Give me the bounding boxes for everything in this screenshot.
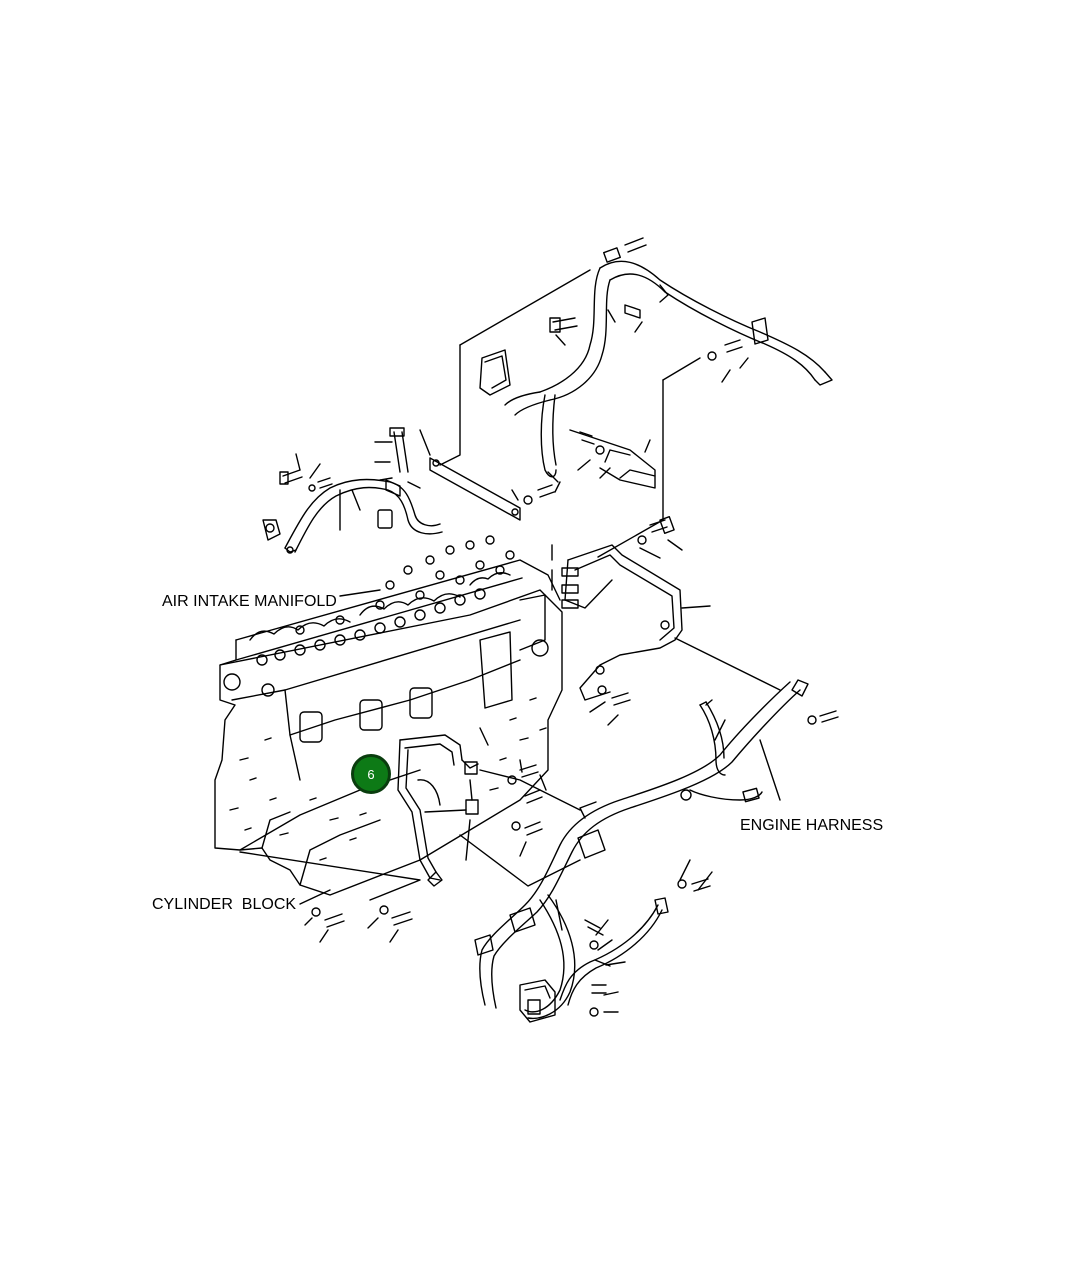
engine-harness-label: ENGINE HARNESS (740, 817, 884, 834)
cylinder-block-label: CYLINDER BLOCK (152, 896, 297, 913)
engine-harness-drawing (474, 679, 839, 1023)
air-intake-leader (339, 544, 553, 597)
callout-marker-number: 6 (367, 766, 375, 782)
cylinder-block-drawing (214, 535, 563, 896)
callout-marker-6[interactable]: 6 (351, 754, 391, 794)
cylinder-block-leader (239, 851, 421, 943)
left-pipe-drawing (262, 427, 443, 554)
upper-harness-drawing (429, 237, 833, 558)
right-bracket-drawing (561, 516, 781, 726)
fuel-pipe-drawing (397, 727, 581, 887)
air-intake-manifold-label: AIR INTAKE MANIFOLD (162, 593, 337, 610)
